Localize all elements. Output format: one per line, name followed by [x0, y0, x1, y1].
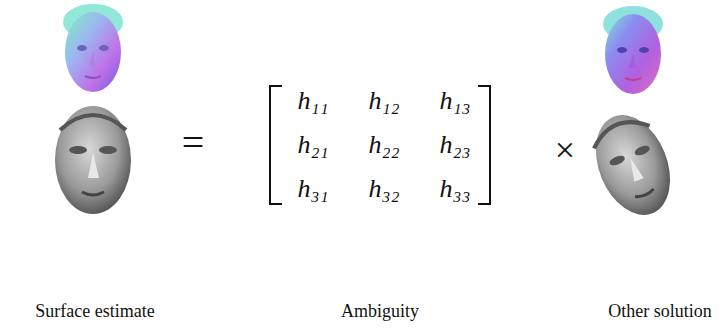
eye — [99, 146, 117, 154]
shaded-head-right — [582, 104, 684, 226]
matrix-entry: h₃₁ — [297, 176, 328, 202]
equals-sign: = — [182, 123, 205, 163]
matrix-entry: h₁₁ — [297, 88, 328, 114]
right-bracket — [478, 86, 490, 204]
nose — [89, 52, 96, 66]
eye — [617, 47, 627, 53]
eye — [639, 47, 649, 53]
matrix-entry: h₃₂ — [368, 176, 399, 202]
face — [55, 106, 131, 214]
eye — [77, 45, 87, 51]
hair — [589, 113, 650, 148]
eye — [99, 45, 109, 51]
matrix-entry: h₁₂ — [368, 88, 399, 114]
shaded-head-left — [55, 106, 131, 214]
matrix-entry: h₃₃ — [439, 176, 470, 202]
caption: Ambiguity — [341, 302, 419, 320]
mouth — [82, 192, 104, 195]
eye — [69, 146, 87, 154]
matrix-entry: h₂₃ — [439, 132, 470, 158]
normal-map-head-right — [603, 6, 663, 94]
nose — [88, 152, 99, 178]
nose — [625, 156, 643, 182]
hair — [60, 115, 126, 130]
mouth — [635, 189, 654, 199]
matrix-entry: h₂₂ — [368, 132, 399, 158]
matrix-entry: h₁₃ — [439, 88, 470, 114]
caption: Other solution — [608, 302, 712, 320]
mouth — [85, 76, 101, 78]
caption: Surface estimate — [35, 302, 154, 320]
left-bracket — [270, 86, 282, 204]
eye — [633, 144, 651, 157]
face — [605, 14, 661, 94]
matrix-brackets — [270, 86, 490, 204]
matrix-entry: h₂₁ — [297, 132, 328, 158]
normal-map-head-left — [63, 4, 123, 92]
times-sign: × — [555, 132, 575, 168]
face — [65, 12, 121, 92]
eye — [608, 154, 626, 167]
mouth — [625, 78, 641, 80]
nose — [629, 54, 636, 68]
face — [582, 104, 684, 226]
